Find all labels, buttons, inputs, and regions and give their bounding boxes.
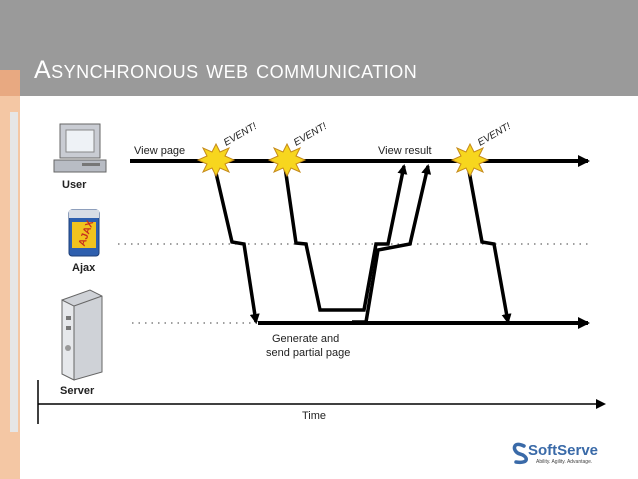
- response-path-3: [352, 164, 432, 324]
- view-page-label: View page: [134, 145, 185, 157]
- event-label-2: EVENT!: [292, 121, 329, 149]
- slide-title: Asynchronous web communication: [34, 56, 418, 84]
- softserve-logo-tagline: Ability. Agility. Advantage.: [536, 459, 592, 465]
- time-label: Time: [302, 410, 326, 422]
- user-label: User: [62, 179, 87, 191]
- event-label-1: EVENT!: [222, 121, 259, 149]
- event-burst-2: [267, 142, 307, 178]
- generate-label-line2: send partial page: [266, 347, 350, 359]
- request-path-4: [465, 159, 512, 324]
- server-label: Server: [60, 385, 95, 397]
- event-burst-1: [196, 142, 236, 178]
- ajax-label: Ajax: [72, 262, 96, 274]
- event-burst-3: [450, 142, 490, 178]
- left-accent-gray: [10, 112, 18, 432]
- generate-label-line1: Generate and: [272, 333, 339, 345]
- softserve-logo-name: SoftServe: [528, 442, 598, 459]
- request-path-1: [211, 159, 260, 324]
- softserve-logo-icon: [512, 442, 528, 465]
- softserve-logo: SoftServe Ability. Agility. Advantage.: [512, 442, 598, 465]
- request-path-2: [282, 159, 408, 312]
- user-computer-icon: [53, 123, 107, 173]
- ajax-can-icon: AJAX: [68, 209, 100, 257]
- server-tower-icon: [61, 289, 103, 381]
- header-bar: [0, 0, 638, 96]
- left-accent-top: [0, 70, 20, 96]
- view-result-label: View result: [378, 145, 432, 157]
- event-label-3: EVENT!: [476, 121, 513, 149]
